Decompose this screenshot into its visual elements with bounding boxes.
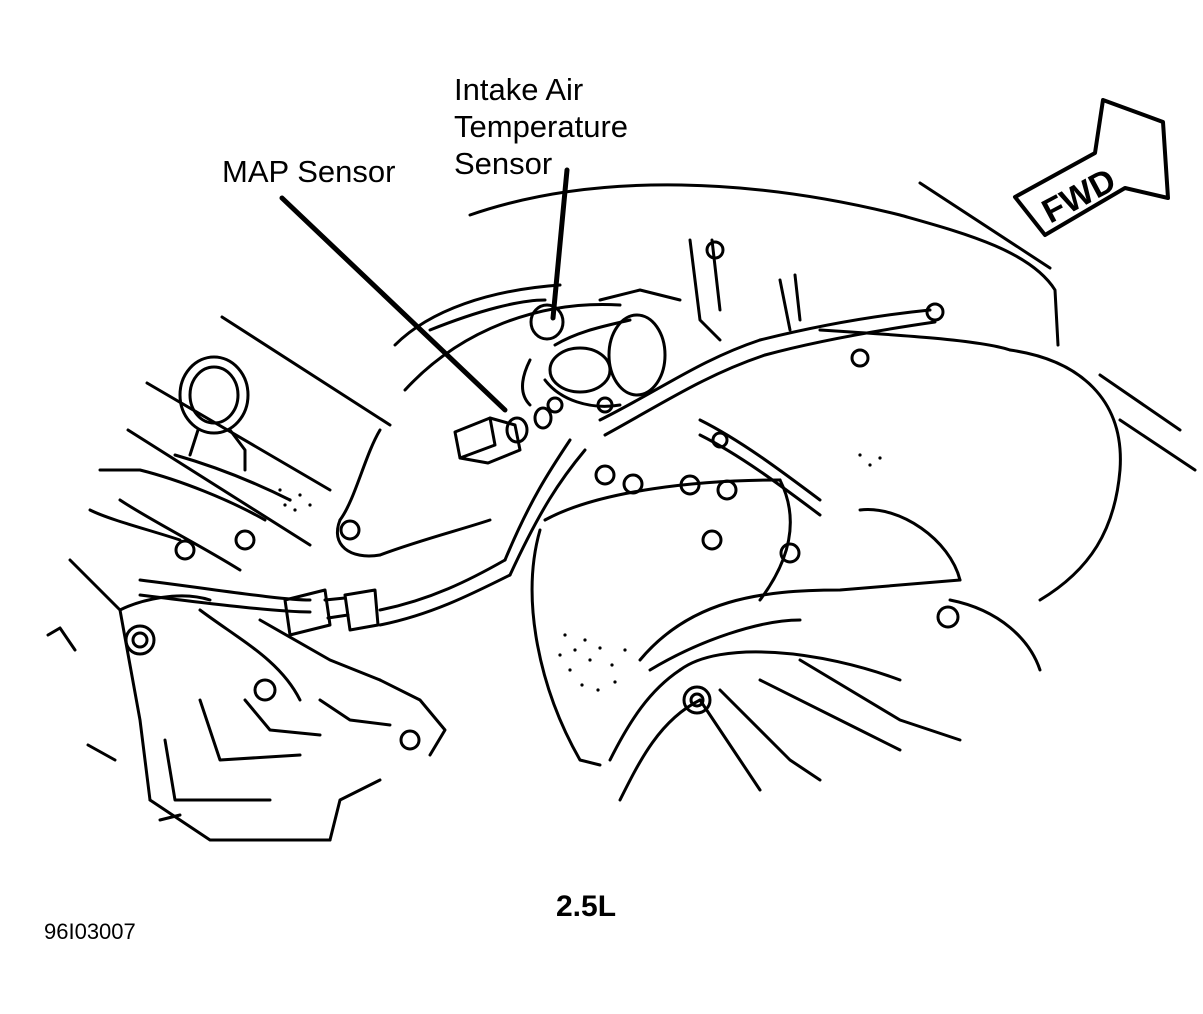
valve-cover bbox=[608, 578, 1042, 802]
throttle-body bbox=[521, 238, 722, 408]
bolts bbox=[124, 240, 960, 751]
iat-label-line-3: Sensor bbox=[454, 146, 553, 181]
map-sensor-leader bbox=[279, 195, 508, 413]
air-duct bbox=[530, 328, 1122, 767]
leader-lines bbox=[279, 167, 570, 413]
lower-manifold bbox=[68, 453, 447, 842]
oil-filler bbox=[178, 355, 250, 472]
fwd-label: FWD bbox=[1036, 161, 1122, 231]
map-sensor-label: MAP Sensor bbox=[222, 154, 396, 189]
engine-size-label: 2.5L bbox=[556, 890, 617, 923]
shading bbox=[278, 453, 882, 692]
iat-label-line-1: Intake Air bbox=[454, 72, 584, 107]
fwd-arrow-icon: FWD bbox=[1013, 98, 1170, 237]
iat-sensor-leader bbox=[550, 167, 570, 321]
figure-id-label: 96I03007 bbox=[44, 919, 136, 944]
intake-air-temperature-sensor-label: Intake Air Temperature Sensor bbox=[454, 71, 628, 182]
harness-connector bbox=[283, 588, 380, 637]
iat-label-line-2: Temperature bbox=[454, 109, 629, 144]
map-sensor-connector bbox=[453, 406, 553, 465]
intake-plenum bbox=[335, 183, 1060, 558]
studs bbox=[46, 626, 182, 822]
background-lines bbox=[126, 181, 1197, 547]
